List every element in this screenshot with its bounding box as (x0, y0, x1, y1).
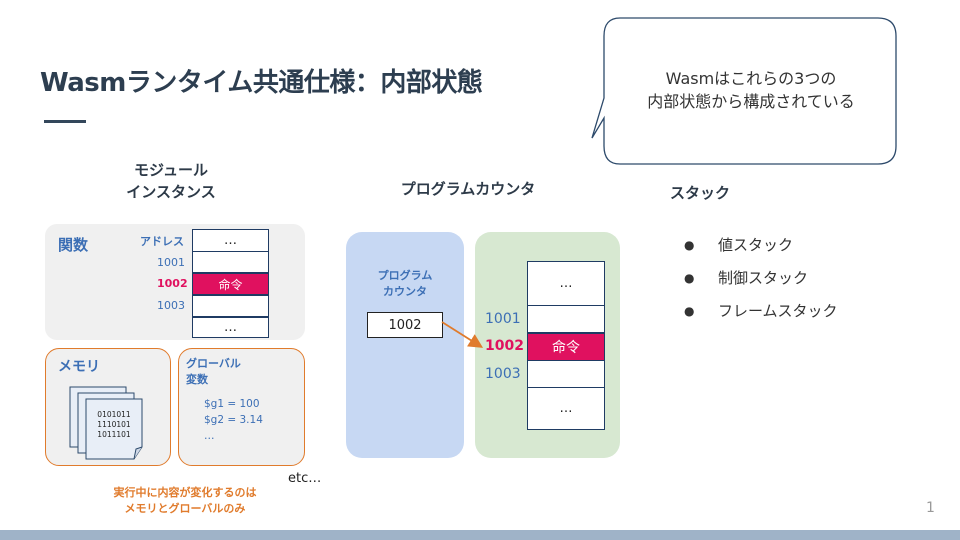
globals-label: グローバル 変数 (186, 356, 241, 388)
function-address-1003: 1003 (157, 299, 185, 312)
stack-item-control: ● 制御スタック (684, 267, 838, 300)
global-value-g1: $g1 = 100 (204, 398, 260, 410)
function-cell-1003 (192, 295, 269, 317)
function-cell-ellipsis-bottom: … (192, 317, 269, 338)
memory-pages-icon (69, 386, 143, 460)
globals-label-line-2: 変数 (186, 373, 208, 386)
module-instance-heading-line-2: インスタンス (126, 183, 216, 201)
bullet-icon: ● (684, 238, 695, 252)
footer-bar (0, 530, 960, 540)
pc-cell-1003 (527, 360, 605, 388)
stack-item-value-label: 値スタック (718, 236, 794, 254)
stack-item-frame: ● フレームスタック (684, 300, 838, 333)
memory-binary-text: 0101011 1110101 1011101 (88, 410, 140, 440)
pc-address-1001: 1001 (485, 311, 521, 327)
globals-values: $g1 = 100 $g2 = 3.14 … (204, 396, 263, 444)
functions-label: 関数 (58, 236, 89, 254)
function-cell-1001 (192, 251, 269, 273)
globals-label-line-1: グローバル (186, 357, 241, 370)
program-counter-panel (346, 232, 464, 458)
bullet-icon: ● (684, 271, 695, 285)
function-address-1001: 1001 (157, 256, 185, 269)
module-instance-heading: モジュール インスタンス (108, 159, 234, 203)
mutable-note-line-2: メモリとグローバルのみ (124, 502, 246, 515)
page-number: 1 (926, 500, 935, 516)
callout-line-1: Wasmはこれらの3つの (665, 69, 837, 88)
bullet-icon: ● (684, 304, 695, 318)
module-instance-heading-line-1: モジュール (134, 161, 208, 179)
stack-heading: スタック (670, 184, 731, 202)
pc-cell-ellipsis-bottom: … (527, 387, 605, 430)
callout-line-2: 内部状態から構成されている (647, 92, 855, 111)
globals-panel (178, 348, 305, 466)
mutable-note: 実行中に内容が変化するのは メモリとグローバルのみ (60, 485, 310, 517)
stack-item-control-label: 制御スタック (718, 269, 809, 287)
global-value-g2: $g2 = 3.14 (204, 414, 263, 426)
pc-cell-1001 (527, 305, 605, 333)
address-header: アドレス (140, 235, 184, 248)
program-counter-heading: プログラムカウンタ (400, 180, 536, 198)
etc-label: etc… (288, 471, 322, 486)
pc-pointer-arrow-icon (441, 321, 484, 348)
stack-item-value: ● 値スタック (684, 234, 838, 267)
pc-cell-ellipsis-top: … (527, 261, 605, 306)
mutable-note-line-1: 実行中に内容が変化するのは (113, 486, 257, 499)
function-address-1002: 1002 (157, 277, 188, 290)
function-cell-ellipsis-top: … (192, 229, 269, 252)
program-counter-value: 1002 (367, 312, 443, 338)
callout-text: Wasmはこれらの3つの 内部状態から構成されている (606, 67, 896, 113)
program-counter-inner-label-line-2: カウンタ (383, 285, 427, 298)
memory-binary-line-2: 1110101 (97, 420, 131, 429)
pc-address-1003: 1003 (485, 366, 521, 382)
speech-bubble (591, 17, 897, 165)
program-counter-inner-label-line-1: プログラム (377, 269, 433, 282)
pc-cell-instruction: 命令 (527, 333, 605, 361)
memory-binary-line-3: 1011101 (97, 430, 131, 439)
memory-binary-line-1: 0101011 (97, 410, 131, 419)
global-value-more: … (204, 430, 215, 442)
pc-address-1002: 1002 (485, 338, 524, 354)
memory-label: メモリ (58, 359, 100, 375)
title-underline (44, 120, 86, 123)
stack-list: ● 値スタック ● 制御スタック ● フレームスタック (684, 234, 838, 333)
function-cell-instruction: 命令 (192, 273, 269, 295)
page-title: Wasmランタイム共通仕様：内部状態 (40, 68, 483, 98)
stack-item-frame-label: フレームスタック (718, 302, 838, 320)
program-counter-inner-label: プログラム カウンタ (356, 268, 454, 300)
